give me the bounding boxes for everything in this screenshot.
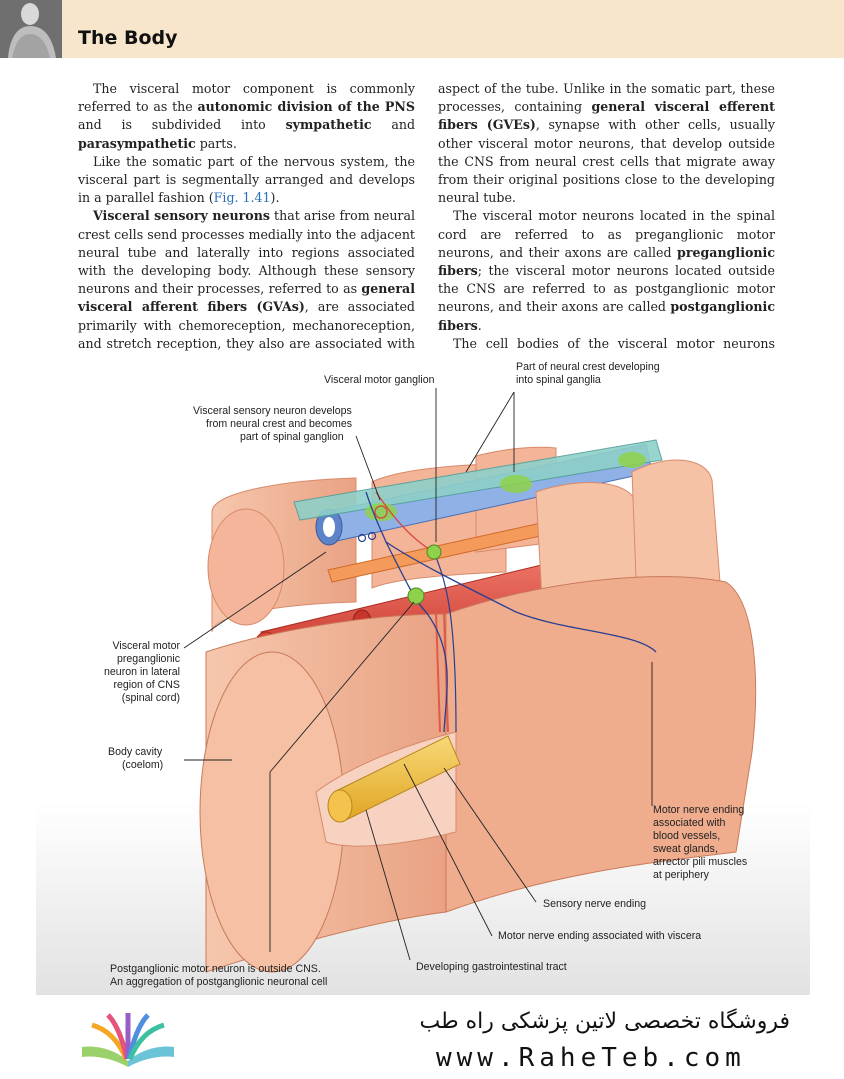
text-run: ; the visceral motor neurons located out…	[438, 263, 775, 315]
label-visceral-motor-ganglion: Visceral motor ganglion	[324, 374, 435, 386]
label-preganglionic-line3: neuron in lateral	[104, 666, 180, 678]
figure-visceral-nervous-system: Visceral motor ganglion Part of neural c…	[36, 352, 810, 995]
figure-reference-link[interactable]: Fig. 1.41	[213, 190, 271, 206]
label-motor-ending-line6: at periphery	[653, 869, 709, 881]
text-run: The visceral motor neurons located in th…	[438, 208, 775, 260]
anatomy-illustration	[36, 352, 810, 995]
footer-store-name: فروشگاه تخصصی لاتین پزشکی راه طب	[419, 1009, 791, 1034]
text-run: , synapse with other cells, usually othe…	[438, 117, 776, 206]
label-sensory-neuron-line3: part of spinal ganglion	[240, 431, 344, 443]
text-column-right: aspect of the tube. Unlike in the somati…	[438, 80, 775, 389]
page-title: The Body	[78, 27, 178, 49]
bold-term: autonomic division of the PNS	[197, 99, 415, 115]
label-motor-ending-line1: Motor nerve ending	[653, 804, 745, 816]
body-paragraph: Like the somatic part of the nervous sys…	[78, 153, 415, 208]
label-postganglionic-line1: Postganglionic motor neuron is outside C…	[110, 963, 321, 975]
text-run: The visceral motor component is commonly…	[78, 81, 415, 115]
label-preganglionic-line1: Visceral motor	[112, 640, 180, 652]
bold-term: general visceral efferent fibers (GVEs)	[438, 99, 775, 133]
body-paragraph: aspect of the tube. Unlike in the somati…	[438, 80, 775, 207]
open-book-logo-icon	[82, 1013, 174, 1067]
label-neural-crest-line2: into spinal ganglia	[516, 374, 601, 386]
body-paragraph: The visceral motor neurons located in th…	[438, 207, 775, 334]
label-postganglionic-line2: An aggregation of postganglionic neurona…	[110, 976, 328, 988]
label-sensory-nerve-ending: Sensory nerve ending	[543, 898, 647, 910]
page-header: The Body	[0, 0, 844, 58]
body-paragraph: The visceral motor component is commonly…	[78, 80, 415, 153]
text-run: parts.	[195, 135, 237, 151]
text-run: that arise from neural crest cells send …	[78, 208, 415, 297]
bold-term: parasympathetic	[78, 135, 196, 151]
text-run: and	[371, 117, 415, 133]
label-sensory-neuron-line2: from neural crest and becomes	[206, 418, 353, 430]
label-leader-lines	[183, 388, 653, 961]
text-run: aspect of the tube. Unlike in the somati…	[438, 81, 775, 115]
label-preganglionic-line4: region of CNS	[113, 679, 180, 691]
footer-banner: فروشگاه تخصصی لاتین پزشکی راه طب www.Rah…	[0, 995, 844, 1079]
label-motor-ending-line5: arrector pili muscles	[653, 856, 748, 868]
label-viscera-motor-ending: Motor nerve ending associated with visce…	[498, 930, 702, 942]
footer-website: www.RaheTeb.com	[436, 1043, 746, 1073]
text-run: Like the somatic part of the nervous sys…	[78, 153, 415, 206]
bold-term: preganglionic fibers	[438, 244, 775, 279]
text-run: ).	[270, 190, 280, 206]
label-preganglionic-line5: (spinal cord)	[121, 692, 180, 704]
label-gi-tract: Developing gastrointestinal tract	[416, 961, 567, 973]
label-preganglionic-line2: preganglionic	[116, 653, 180, 665]
label-neural-crest-line1: Part of neural crest developing	[516, 361, 660, 373]
chapter-thumbnail-image	[0, 0, 62, 58]
label-motor-ending-line2: associated with	[653, 817, 726, 829]
bold-term: Visceral sensory neurons	[93, 208, 270, 224]
bold-term: general visceral afferent fibers (GVAs)	[78, 281, 415, 315]
label-body-cavity-line1: Body cavity	[108, 746, 163, 758]
text-run: .	[477, 317, 482, 333]
label-body-cavity-line2: (coelom)	[122, 759, 164, 771]
label-motor-ending-line4: sweat glands,	[653, 843, 718, 855]
body-paragraph: Visceral sensory neurons that arise from…	[78, 207, 415, 371]
text-run: and is subdivided into	[78, 117, 286, 133]
label-sensory-neuron-line1: Visceral sensory neuron develops	[193, 405, 352, 417]
bold-term: sympathetic	[285, 117, 372, 133]
bold-term: postganglionic fibers	[438, 299, 775, 333]
text-run: , are associated primarily with chemorec…	[78, 299, 415, 369]
label-motor-ending-line3: blood vessels,	[653, 830, 721, 842]
